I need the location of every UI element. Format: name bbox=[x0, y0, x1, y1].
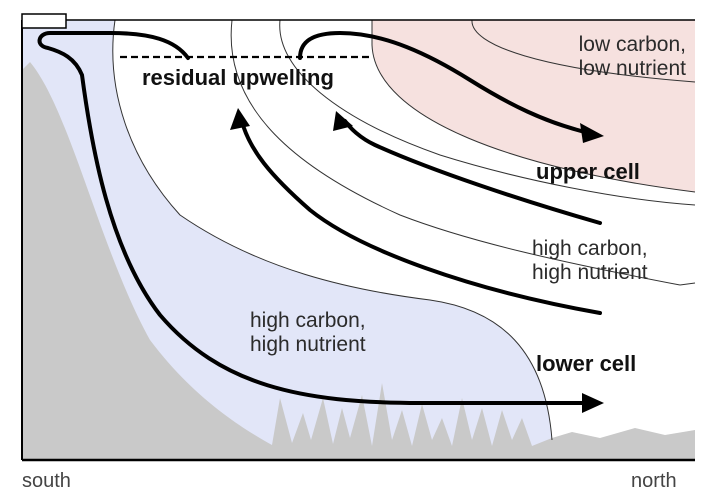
contour-line bbox=[230, 19, 681, 286]
middle-region-label-line: high nutrient bbox=[532, 261, 648, 284]
contour-line bbox=[112, 19, 553, 441]
lower-cell-streamline bbox=[37, 31, 587, 405]
residual-upwelling-label: residual upwelling bbox=[142, 65, 334, 90]
arrowhead bbox=[333, 111, 353, 131]
upper-region-label-line: low carbon, bbox=[578, 33, 686, 56]
contour-line bbox=[471, 19, 696, 83]
upper-cell-surface-streamline bbox=[298, 30, 587, 134]
deep-region-label-line: high carbon, bbox=[250, 309, 366, 332]
arrowhead bbox=[582, 393, 604, 413]
north-label: north bbox=[631, 470, 677, 492]
south-label: south bbox=[22, 470, 71, 492]
contour-line bbox=[371, 20, 696, 193]
middle-region-label-line: high carbon, bbox=[532, 237, 648, 260]
upper-region-label: low carbon, low nutrient bbox=[579, 33, 686, 81]
upwelling-streamline bbox=[240, 120, 602, 315]
upper-water-region bbox=[372, 20, 695, 192]
middle-region-label: high carbon, high nutrient bbox=[532, 237, 648, 285]
frame bbox=[21, 19, 695, 462]
contour-line bbox=[279, 19, 696, 206]
deep-region-label-line: high nutrient bbox=[250, 333, 366, 356]
seafloor bbox=[22, 62, 695, 460]
upper-cell-label: upper cell bbox=[536, 159, 640, 184]
lower-cell-label: lower cell bbox=[536, 351, 637, 376]
sea-ice-box bbox=[21, 13, 67, 29]
circulation-streamlines bbox=[37, 30, 602, 405]
label-leader-line bbox=[679, 282, 696, 286]
upper-cell-streamline bbox=[343, 119, 602, 225]
deep-region-label: high carbon, high nutrient bbox=[250, 309, 366, 357]
contour-lines bbox=[112, 19, 696, 441]
arrowhead bbox=[580, 123, 604, 143]
upper-region-label-line: low nutrient bbox=[578, 57, 686, 80]
arrowhead bbox=[230, 108, 250, 130]
arrowheads bbox=[230, 108, 604, 413]
